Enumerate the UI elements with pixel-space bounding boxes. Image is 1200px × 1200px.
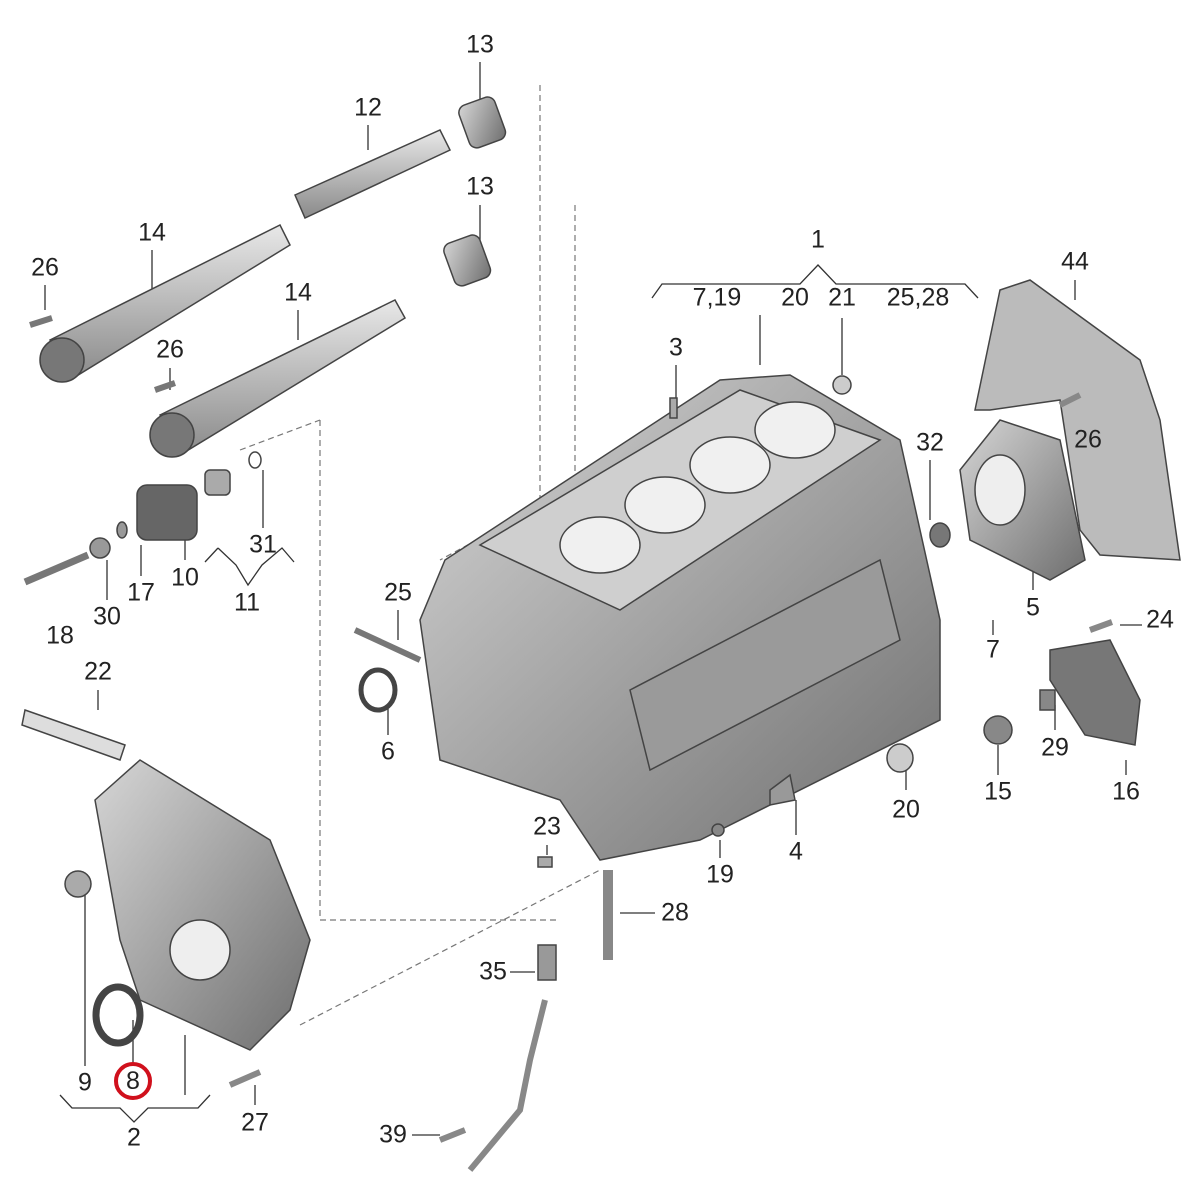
callout-label[interactable]: 26 (156, 335, 184, 364)
callout-label[interactable]: 15 (984, 777, 1012, 806)
callout-label[interactable]: 28 (661, 898, 689, 927)
callout-label[interactable]: 26 (31, 253, 59, 282)
callout-label[interactable]: 24 (1146, 605, 1174, 634)
callout-label[interactable]: 22 (84, 657, 112, 686)
callout-label[interactable]: 26 (1074, 425, 1102, 454)
callout-label[interactable]: 4 (789, 837, 803, 866)
callout-label[interactable]: 14 (138, 218, 166, 247)
callout-label[interactable]: 1 (811, 225, 825, 254)
callout-label[interactable]: 14 (284, 278, 312, 307)
callout-label[interactable]: 27 (241, 1108, 269, 1137)
callout-label[interactable]: 2 (127, 1123, 141, 1152)
callout-label[interactable]: 19 (706, 860, 734, 889)
callout-label[interactable]: 11 (234, 588, 260, 617)
callout-label[interactable]: 10 (171, 563, 199, 592)
callout-lines (44, 62, 1142, 1136)
callout-label[interactable]: 20 (781, 283, 809, 312)
tube-part (294, 129, 452, 220)
highlighted-callout-label[interactable]: 8 (114, 1062, 152, 1100)
callout-label[interactable]: 3 (669, 333, 683, 362)
callout-label[interactable]: 16 (1112, 777, 1140, 806)
callout-label[interactable]: 30 (93, 602, 121, 631)
parts (21, 96, 1181, 1172)
callout-label[interactable]: 32 (916, 428, 944, 457)
callout-label[interactable]: 25,28 (886, 283, 950, 312)
callout-label[interactable]: 7,19 (692, 283, 742, 312)
callout-label[interactable]: 9 (78, 1068, 92, 1097)
balance-shaft-2 (158, 299, 407, 457)
callout-label[interactable]: 18 (46, 621, 74, 650)
callout-label[interactable]: 35 (479, 957, 507, 986)
callout-label[interactable]: 5 (1026, 593, 1040, 622)
callout-label[interactable]: 12 (354, 93, 382, 122)
sealant-tube (21, 709, 126, 761)
callout-label[interactable]: 7 (986, 635, 1000, 664)
timing-cover (94, 759, 311, 1051)
callout-label[interactable]: 20 (892, 795, 920, 824)
callout-label[interactable]: 6 (381, 737, 395, 766)
callout-label[interactable]: 25 (384, 578, 412, 607)
oil-filter-housing (1049, 639, 1141, 746)
callout-label[interactable]: 13 (466, 172, 494, 201)
seal-ring (92, 983, 144, 1047)
callout-label[interactable]: 39 (379, 1120, 407, 1149)
callout-label[interactable]: 17 (127, 578, 155, 607)
rear-plate (974, 279, 1181, 561)
engine-block (419, 374, 941, 861)
callout-label[interactable]: 13 (466, 30, 494, 59)
callout-label[interactable]: 29 (1041, 733, 1069, 762)
callout-label[interactable]: 21 (828, 283, 856, 312)
callout-label[interactable]: 23 (533, 812, 561, 841)
callout-label[interactable]: 31 (249, 530, 277, 559)
callout-label[interactable]: 44 (1061, 247, 1089, 276)
